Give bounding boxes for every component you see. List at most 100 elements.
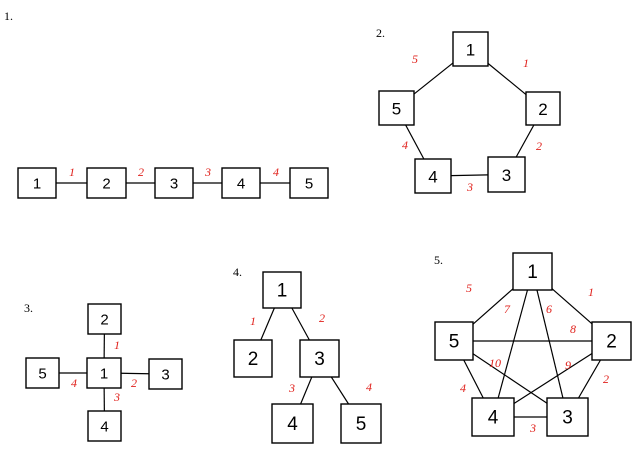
- node-box: [271, 403, 314, 444]
- node-1: 1: [452, 31, 489, 67]
- node-box: [233, 339, 273, 378]
- node-box: [434, 321, 474, 361]
- node-box: [148, 358, 183, 390]
- node-box: [452, 31, 489, 67]
- edge-label: 2: [603, 372, 609, 386]
- node-box: [525, 91, 561, 126]
- node-label: 4: [237, 176, 245, 193]
- node-box: [289, 167, 329, 199]
- node-label: 4: [488, 408, 499, 429]
- node-label: 2: [606, 332, 617, 353]
- node-2: 2: [591, 321, 632, 361]
- node-box: [262, 271, 302, 309]
- node-label: 3: [314, 349, 325, 370]
- edge-label: 3: [204, 165, 211, 179]
- node-label: 1: [33, 176, 41, 193]
- node-box: [546, 397, 589, 437]
- edge-label: 2: [131, 376, 137, 390]
- node-label: 4: [287, 414, 298, 435]
- node-box: [25, 357, 60, 389]
- node-label: 2: [248, 349, 259, 370]
- edge-1-3: [291, 307, 310, 341]
- node-box: [378, 90, 415, 126]
- node-5: 5: [25, 357, 60, 389]
- node-label: 3: [170, 176, 178, 193]
- node-5: 5: [378, 90, 415, 126]
- edge-2-3: [577, 359, 602, 399]
- edge-4-5: [463, 359, 484, 399]
- node-2: 2: [86, 167, 127, 199]
- node-box: [591, 321, 632, 361]
- edge-label: 4: [71, 376, 77, 390]
- node-box: [487, 156, 526, 193]
- node-3: 3: [154, 167, 194, 199]
- node-4: 4: [221, 167, 261, 199]
- node-box: [87, 410, 122, 442]
- edge-label: 2: [319, 311, 325, 325]
- edge-5-1: [472, 288, 514, 325]
- edge-1-2: [487, 62, 527, 96]
- diagram-label: 3.: [24, 301, 33, 315]
- edge-1-3: [536, 289, 564, 399]
- edge-3-4: [450, 174, 489, 177]
- edge-2-3: [515, 124, 535, 158]
- node-box: [512, 252, 553, 291]
- edge-label: 4: [273, 165, 279, 179]
- node-box: [154, 167, 194, 199]
- node-box: [221, 167, 261, 199]
- edge-3-5: [330, 376, 350, 405]
- node-label: 5: [449, 332, 460, 353]
- edge-5-1: [413, 62, 454, 95]
- node-label: 4: [428, 168, 437, 187]
- edge-1-4: [497, 289, 529, 399]
- node-label: 5: [356, 414, 367, 435]
- edge-label: 4: [460, 381, 466, 395]
- node-1: 1: [17, 167, 57, 199]
- node-label: 3: [562, 408, 573, 429]
- edge-3-4: [300, 376, 313, 405]
- node-box: [86, 167, 127, 199]
- diagram-label: 1.: [4, 9, 13, 23]
- node-label: 4: [100, 419, 108, 436]
- node-label: 1: [100, 366, 108, 383]
- node-box: [340, 403, 382, 444]
- node-box: [299, 339, 340, 378]
- edge-label: 3: [113, 390, 120, 404]
- node-2: 2: [525, 91, 561, 126]
- node-label: 1: [277, 281, 288, 302]
- edge-label: 1: [69, 165, 75, 179]
- node-label: 5: [392, 100, 401, 119]
- edge-label: 1: [114, 338, 120, 352]
- node-label: 2: [100, 312, 108, 329]
- edge-label: 10: [489, 356, 501, 370]
- node-5: 5: [340, 403, 382, 444]
- node-3: 3: [487, 156, 526, 193]
- node-1: 1: [512, 252, 553, 291]
- node-3: 3: [148, 358, 183, 390]
- node-4: 4: [87, 410, 122, 442]
- edge-label: 2: [138, 165, 144, 179]
- node-box: [471, 397, 515, 437]
- node-label: 1: [466, 41, 475, 60]
- node-3: 3: [546, 397, 589, 437]
- edge-label: 2: [536, 139, 542, 153]
- edge-label: 4: [366, 380, 372, 394]
- edge-label: 5: [466, 281, 472, 295]
- node-box: [86, 357, 122, 389]
- node-label: 3: [161, 367, 169, 384]
- edge-label: 1: [588, 285, 594, 299]
- edge-label: 4: [402, 138, 408, 152]
- edge-label: 3: [288, 381, 295, 395]
- node-label: 3: [502, 166, 511, 185]
- edge-label: 5: [412, 52, 418, 66]
- node-label: 5: [38, 366, 46, 383]
- node-3: 3: [299, 339, 340, 378]
- node-box: [17, 167, 57, 199]
- node-5: 5: [434, 321, 474, 361]
- edge-label: 1: [250, 314, 256, 328]
